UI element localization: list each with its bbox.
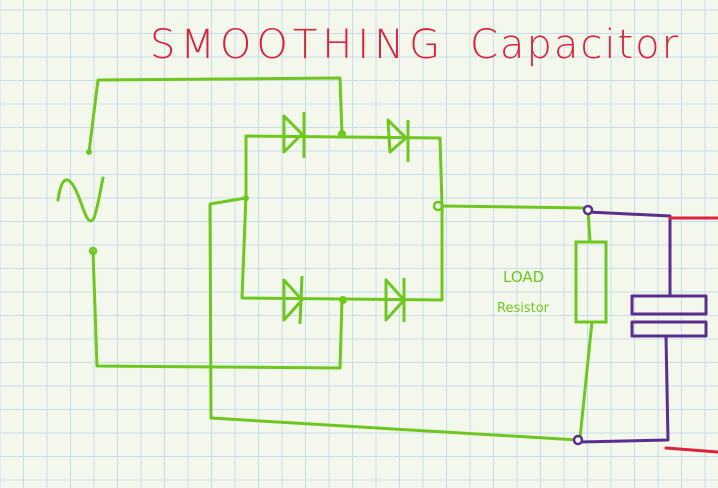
wire-source-top <box>87 76 344 154</box>
ac-wave-symbol <box>56 176 105 223</box>
diode-bottom-right <box>384 278 406 322</box>
wire-bridge-bottom <box>240 194 444 302</box>
wire-source-bottom <box>91 249 344 370</box>
output-terminals <box>572 204 594 446</box>
output-leads <box>664 216 718 454</box>
label-load: LOAD <box>503 268 545 286</box>
output-lead-bottom <box>664 446 718 454</box>
ac-source <box>56 149 105 256</box>
cap-plate-bottom <box>630 320 708 338</box>
wire-return <box>208 196 580 442</box>
junction-nodes <box>243 130 444 304</box>
node-right <box>432 200 444 212</box>
cap-top-wire <box>586 210 672 298</box>
node-left <box>243 195 249 201</box>
terminal-negative <box>572 434 584 446</box>
cap-plate-top <box>630 294 708 316</box>
node-bottom <box>339 296 347 304</box>
title-smoothing: SMOOTHING <box>150 22 446 68</box>
wire-resistor-bottom <box>578 320 594 440</box>
wire-positive-out <box>440 204 588 210</box>
wire-bridge-top <box>244 134 444 208</box>
diodes <box>282 112 410 325</box>
diode-top-right <box>386 118 410 162</box>
cap-bottom-wire <box>578 334 670 444</box>
diode-bottom-left <box>282 275 304 325</box>
wire-to-resistor <box>586 208 592 244</box>
smoothing-capacitor <box>578 210 708 444</box>
label-resistor: Resistor <box>497 301 549 316</box>
title-capacitor: Capacitor <box>470 22 681 68</box>
load-resistor-body <box>574 240 608 324</box>
terminal-positive <box>582 204 594 216</box>
node-top <box>338 130 346 138</box>
diode-top-left <box>282 112 306 158</box>
